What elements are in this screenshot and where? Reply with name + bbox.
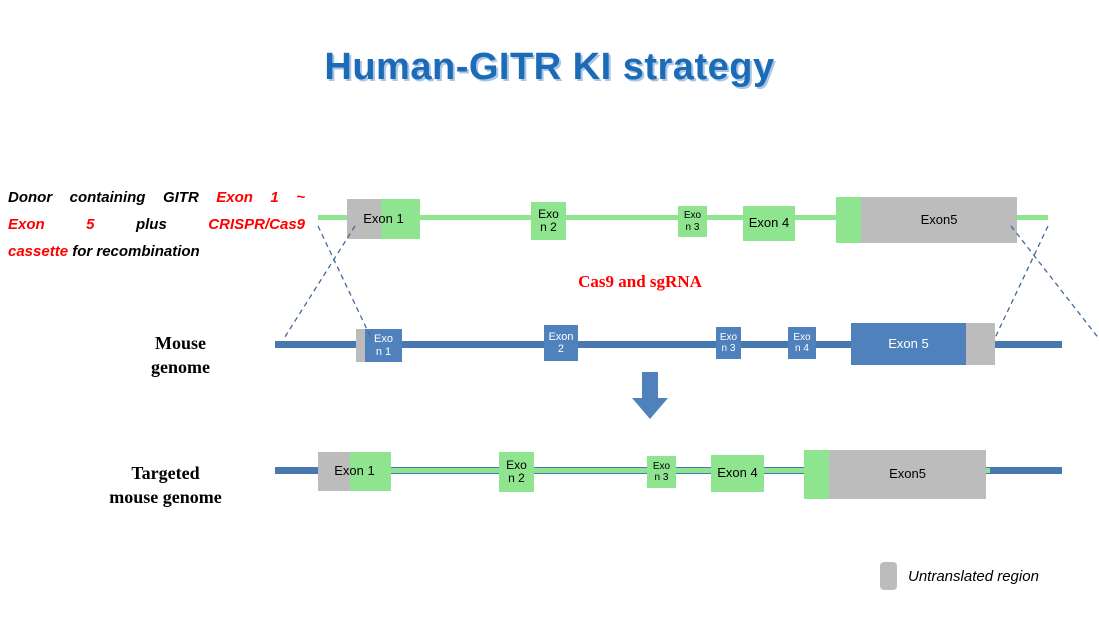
donor-exon3-label: Exo n 3 — [683, 210, 702, 233]
donor-description-line2: Exon 5 plus CRISPR/Cas9 — [8, 211, 305, 238]
donor-note-red-1: Exon 1 ~ — [216, 189, 305, 206]
crossover-right-line-1 — [993, 225, 1049, 341]
donor-exon4-label: Exon 4 — [748, 215, 790, 231]
donor-exon1-coding-segment — [381, 199, 420, 239]
crossover-left-line-1 — [317, 225, 373, 341]
donor-note-black-1: Donor containing GITR — [8, 189, 217, 206]
targeted-exon2-box: Exo n 2 — [499, 452, 534, 492]
donor-exon1-box: Exon 1 — [347, 199, 420, 239]
targeted-exon2-label: Exo n 2 — [506, 457, 527, 485]
mouse-exon5-label: Exon 5 — [888, 335, 929, 351]
untranslated-region-swatch — [880, 562, 897, 590]
donor-note-red-3: CRISPR/Cas9 — [208, 216, 305, 233]
donor-description-line3: cassette for recombination — [8, 238, 305, 265]
mouse-genome-line — [275, 341, 1062, 348]
mouse-exon3-box: Exo n 3 — [716, 327, 741, 359]
donor-exon4-box: Exon 4 — [743, 206, 795, 241]
page-title: Human-GITR KI strategy — [324, 46, 775, 88]
targeted-exon3-box: Exo n 3 — [647, 456, 676, 488]
donor-exon5-label: Exon5 — [920, 211, 958, 227]
targeted-exon1-coding-segment — [350, 452, 391, 491]
targeted-genome-label: Targeted mouse genome — [109, 463, 222, 508]
targeted-exon4-box: Exon 4 — [711, 455, 764, 492]
donor-exon5-coding-segment — [836, 197, 861, 243]
untranslated-region-label: Untranslated region — [908, 568, 1039, 585]
mouse-exon4-label: Exo n 4 — [793, 331, 811, 354]
targeted-exon1-utr-segment — [318, 452, 350, 491]
targeted-exon4-label: Exon 4 — [717, 465, 758, 481]
crossover-right-line-2 — [1010, 225, 1099, 340]
mouse-exon1-label: Exo n 1 — [374, 333, 393, 358]
donor-note-red-2: Exon 5 — [8, 216, 95, 233]
mouse-exon5-utr-segment — [966, 323, 995, 365]
mouse-exon2-label: Exon 2 — [548, 330, 574, 355]
mouse-exon1-box: Exo n 1 — [365, 329, 402, 362]
donor-exon1-label: Exon 1 — [363, 210, 404, 226]
donor-description-line1: Donor containing GITR Exon 1 ~ — [8, 184, 305, 211]
targeted-exon5-coding-segment — [804, 450, 829, 499]
donor-note-black-3: for recombination — [68, 243, 200, 260]
mouse-exon2-box: Exon 2 — [544, 325, 578, 361]
donor-note-black-2: plus — [94, 216, 209, 233]
donor-note-red-4: cassette — [8, 243, 69, 260]
cas9-sgrna-label: Cas9 and sgRNA — [578, 272, 702, 291]
mouse-exon1-utr-segment — [356, 329, 365, 362]
mouse-exon5-box: Exon 5 — [851, 323, 966, 365]
targeted-exon1-box: Exon 1 — [318, 452, 391, 491]
mouse-exon4-box: Exo n 4 — [788, 327, 816, 359]
down-arrow-icon — [632, 372, 668, 419]
donor-exon2-label: Exo n 2 — [538, 206, 559, 234]
targeted-exon5-label: Exon5 — [889, 466, 926, 482]
targeted-exon1-label: Exon 1 — [334, 463, 375, 479]
donor-exon5-utr-box: Exon5 — [861, 197, 1017, 243]
mouse-genome-label: Mouse genome — [151, 333, 210, 378]
donor-exon3-box: Exo n 3 — [678, 206, 707, 237]
targeted-exon5-utr-box: Exon5 — [829, 450, 986, 499]
donor-exon2-box: Exo n 2 — [531, 202, 566, 240]
donor-description: Donor containing GITR Exon 1 ~ Exon 5 pl… — [8, 184, 305, 265]
mouse-exon3-label: Exo n 3 — [719, 331, 738, 354]
targeted-exon3-label: Exo n 3 — [652, 460, 671, 483]
